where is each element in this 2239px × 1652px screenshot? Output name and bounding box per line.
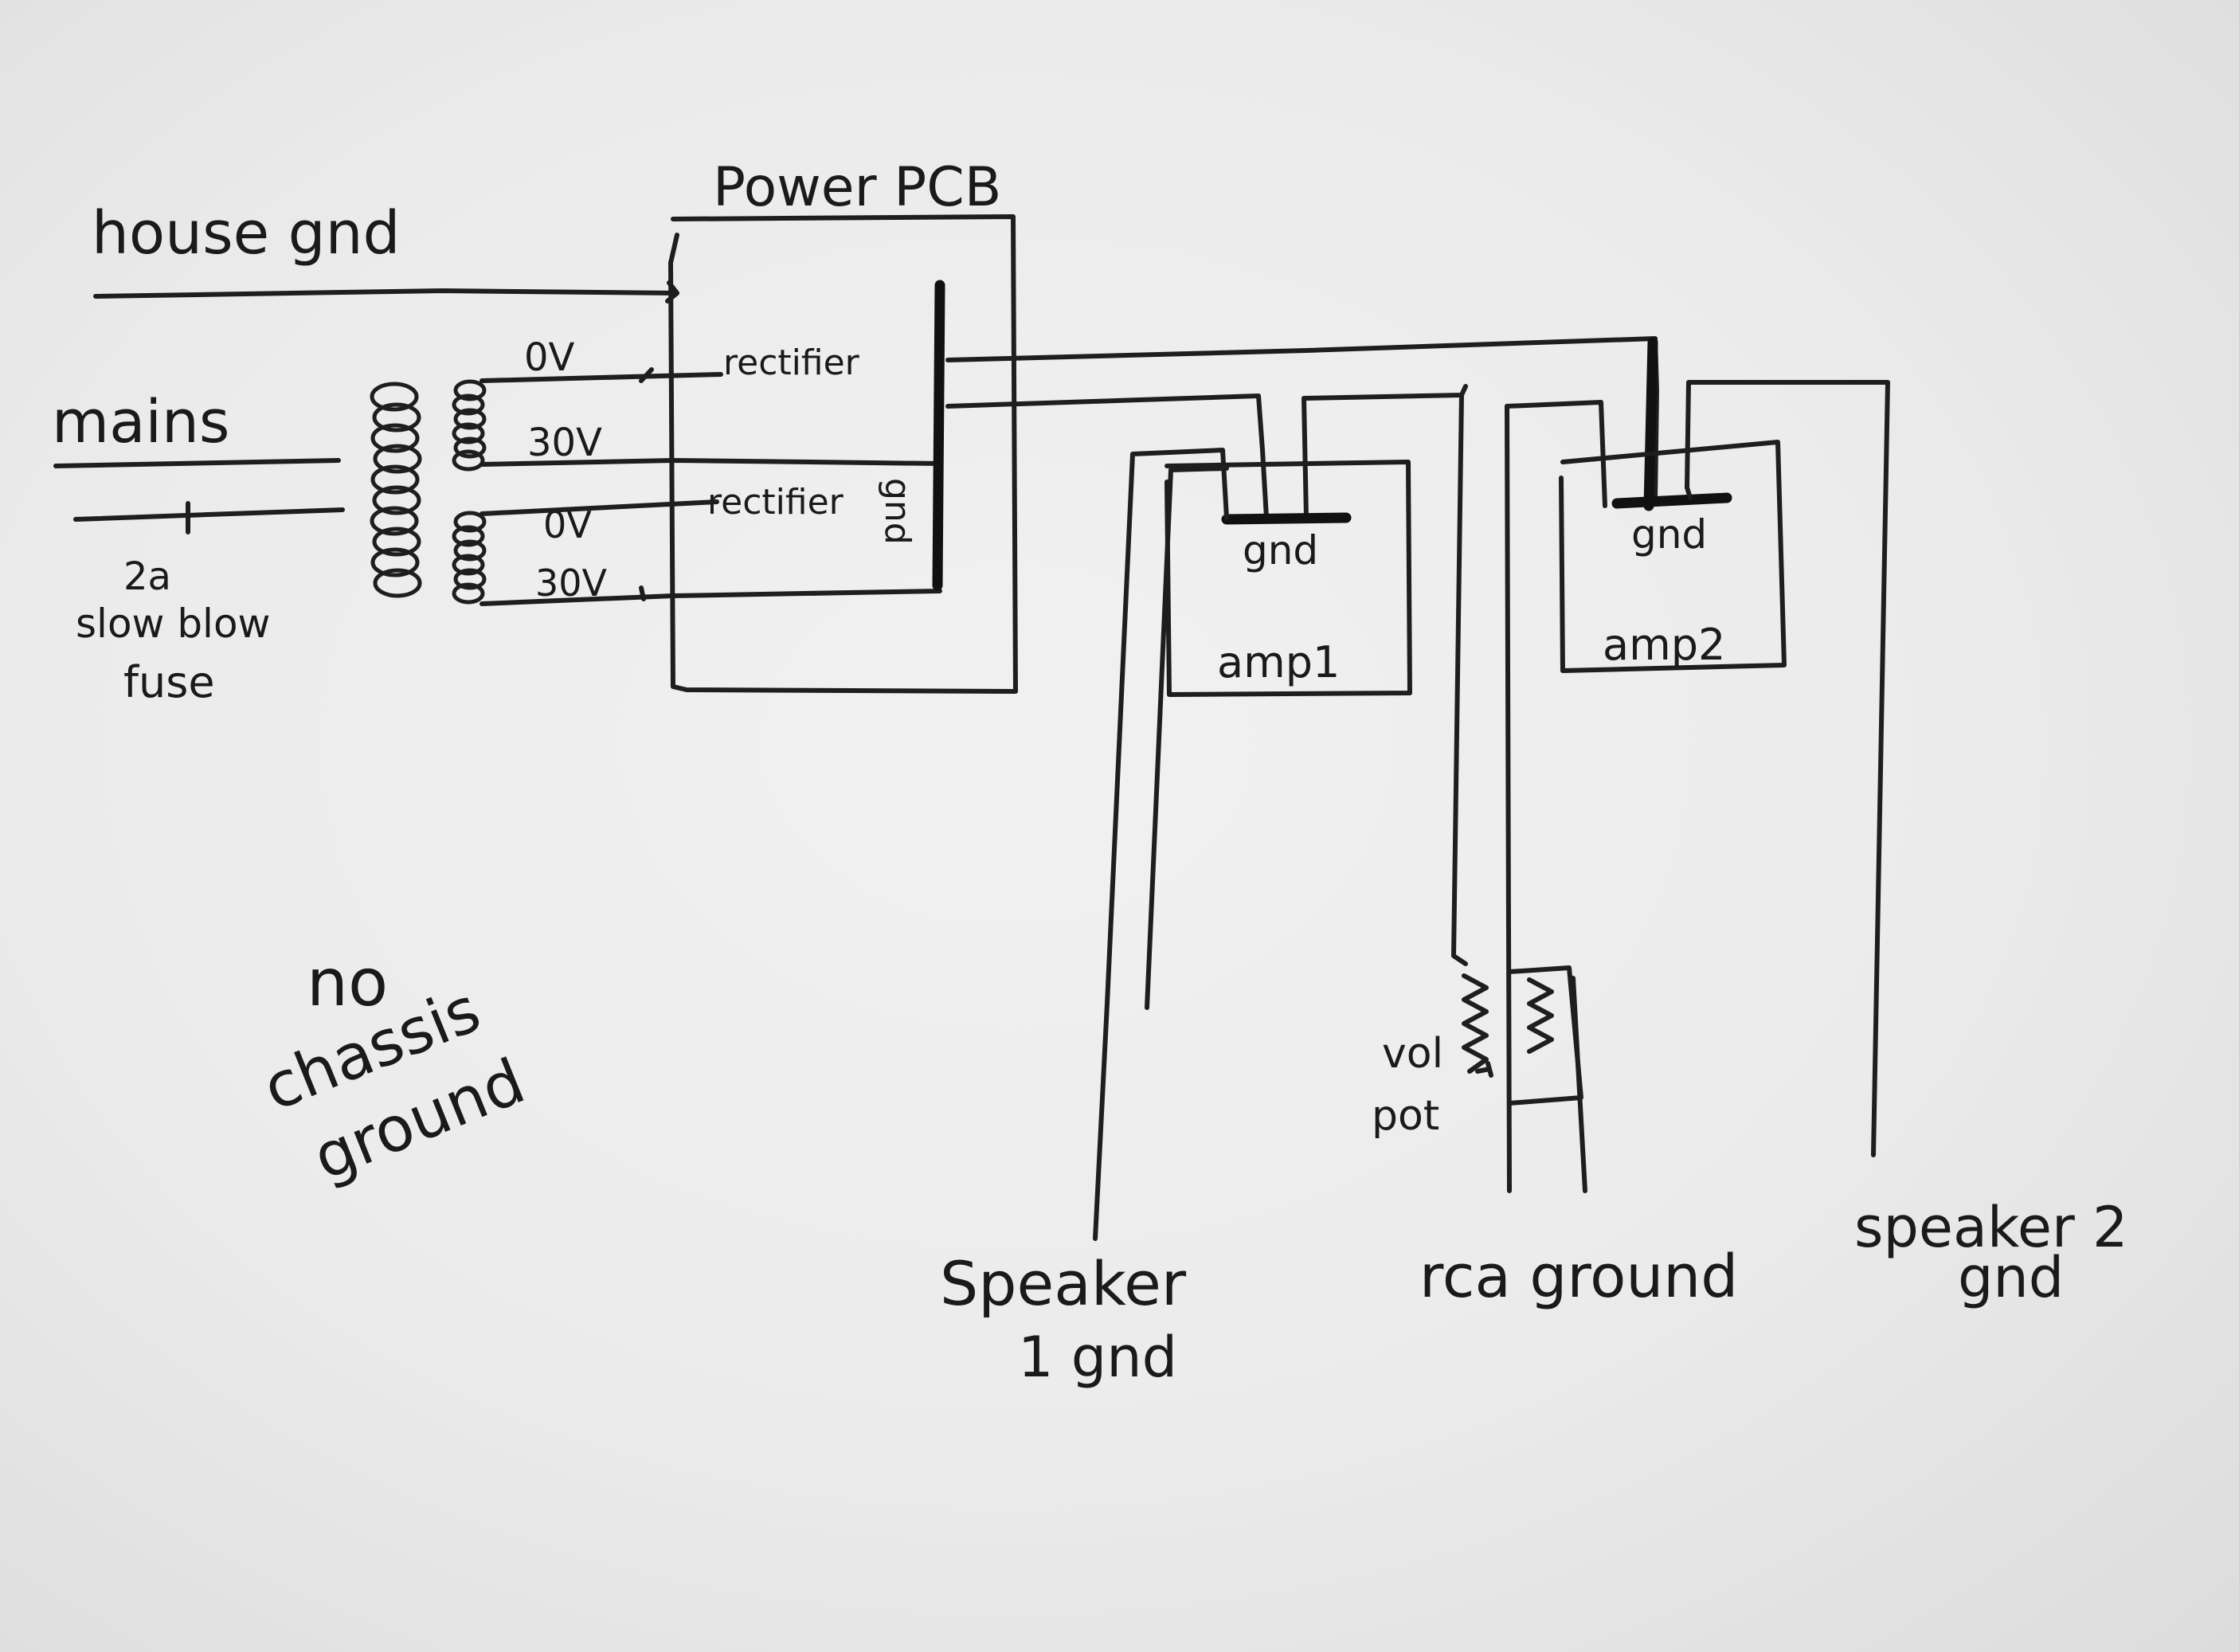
power-pcb-box (668, 214, 1018, 694)
speaker2-gnd-wire (1685, 380, 1890, 1157)
speaker2-gnd-label-line1: speaker 2 (1854, 1195, 2128, 1260)
amp2-label: amp2 (1603, 620, 1725, 670)
fuse-rating-label: 2a (123, 554, 171, 599)
amp2-gnd-drop (1643, 337, 1658, 511)
speaker1-gnd-wire-return (1145, 466, 1229, 1010)
amp1-gnd-label: gnd (1243, 527, 1318, 574)
house-gnd-wire (93, 288, 679, 299)
vol-pot-resistor-right (1527, 977, 1554, 1054)
transformer-secondary-coil-top (452, 379, 487, 472)
tap-30v-top-label: 30V (527, 421, 602, 465)
transformer-secondary-coil-bottom (452, 511, 487, 605)
vol-pot-wiper (1475, 1061, 1493, 1078)
wire-30v-top (480, 458, 942, 467)
fuse-word-label: fuse (123, 657, 215, 707)
tap-0v-top-label: 0V (524, 335, 575, 380)
speaker1-gnd-label-line1: Speaker (940, 1248, 1187, 1319)
vol-label: vol (1382, 1030, 1443, 1078)
amp1-label: amp1 (1217, 637, 1340, 687)
transformer-primary-coil (370, 382, 422, 598)
speaker2-gnd-wire-end (1685, 485, 1693, 500)
amp1-gnd-bus (1221, 512, 1352, 525)
tap-tick-30v-bottom (639, 585, 646, 601)
house-gnd-label: house gnd (92, 199, 401, 268)
mains-live-wire (53, 458, 341, 468)
speaker1-gnd-label-line2: 1 gnd (1018, 1325, 1177, 1390)
pcb-gnd-bus (932, 280, 945, 591)
rca-gnd-wire-left (1505, 404, 1512, 1193)
pcb-gnd-label: gnd (877, 478, 918, 545)
vol-pot-resistor-left (1462, 973, 1489, 1074)
gnd-run-amp1 (945, 393, 1269, 520)
rca-gnd-wire-right (1571, 976, 1587, 1193)
note-no-label: no (307, 945, 388, 1021)
power-pcb-title: Power PCB (713, 156, 1001, 219)
amp1-input-gnd-wire (1302, 384, 1468, 520)
mains-label: mains (52, 388, 229, 456)
rca-gnd-feed-top (1505, 400, 1607, 508)
fuse-type-label: slow blow (76, 601, 270, 647)
pot-label: pot (1372, 1092, 1439, 1140)
speaker2-gnd-label-line2: gnd (1958, 1245, 2064, 1310)
rectifier-bottom-label: rectifier (707, 482, 844, 523)
amp2-gnd-bus (1611, 492, 1732, 509)
tap-tick-0v-top (639, 367, 654, 383)
wire-0v-bottom (480, 499, 719, 516)
mains-fused-wire (73, 507, 345, 522)
amp2-gnd-label: gnd (1631, 511, 1707, 558)
rectifier-top-label: rectifier (723, 343, 860, 383)
vol-pot-feed-wire (1451, 392, 1468, 966)
speaker1-gnd-wire (1093, 448, 1229, 1241)
wire-0v-top (480, 372, 723, 383)
rca-ground-label: rca ground (1419, 1243, 1738, 1311)
amp2-box (1559, 440, 1787, 673)
amp1-box (1165, 460, 1412, 697)
